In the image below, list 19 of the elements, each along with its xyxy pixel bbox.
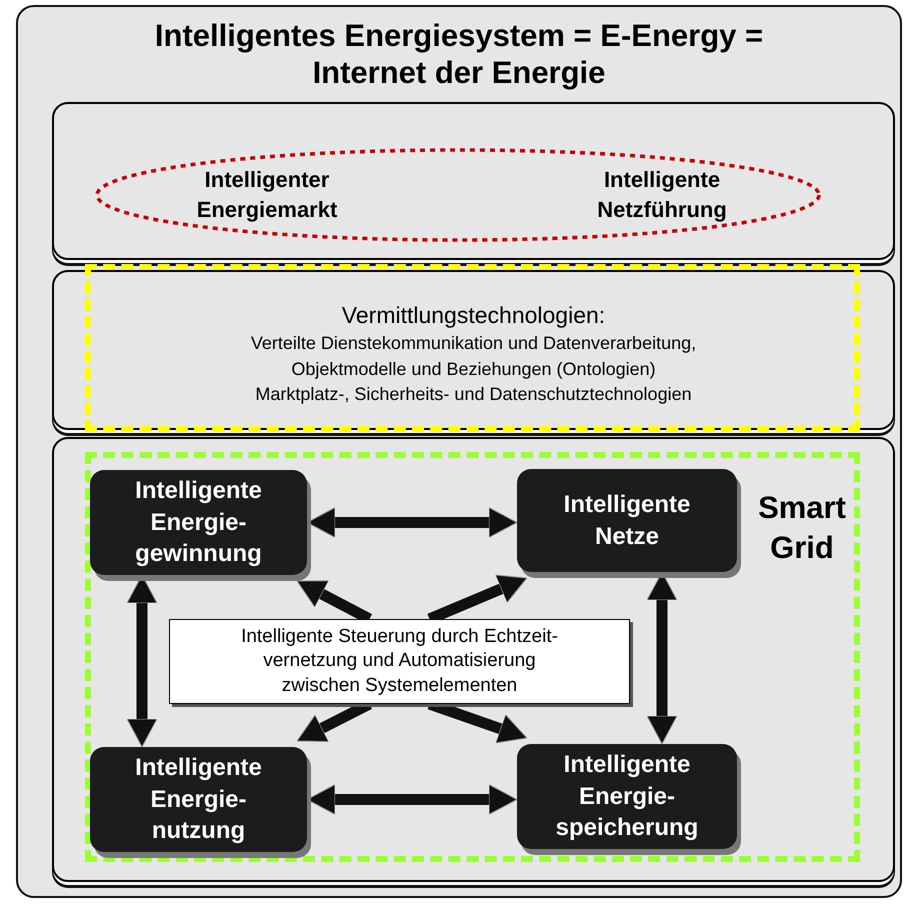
component-box	[90, 747, 307, 852]
component-box	[517, 469, 737, 572]
note-text: Intelligente Steuerung durch Echtzeit- vernetzung und Automatisierung zwischen Systemelementen	[240, 625, 559, 698]
component-box	[517, 744, 737, 849]
technology-text: Marktplatz-, Sicherheits- und Datenschutztechnologien	[255, 382, 692, 406]
dashed-frame	[85, 452, 860, 862]
component-label: Intelligente Energie- gewinnung	[134, 476, 263, 570]
component-box	[90, 470, 307, 575]
market-label: Intelligente Netzführung	[596, 166, 728, 224]
component-label: Intelligente Energie- speicherung	[554, 750, 700, 844]
smart-grid-label: Smart Grid	[757, 489, 847, 568]
note-box	[169, 619, 630, 704]
technology-text: Vermittlungstechnologien:	[342, 301, 606, 330]
component-label: Intelligente Energie- nutzung	[134, 752, 263, 846]
title: Intelligentes Energiesystem = E-Energy = Internet der Energie	[154, 17, 764, 92]
market-label: Intelligenter Energiemarkt	[196, 166, 338, 224]
technology-text: Verteilte Dienstekommunikation und Datenverarbeitung,	[250, 332, 696, 356]
component-label: Intelligente Netze	[562, 490, 692, 552]
technology-text: Objektmodelle und Beziehungen (Ontologien)	[291, 358, 656, 381]
